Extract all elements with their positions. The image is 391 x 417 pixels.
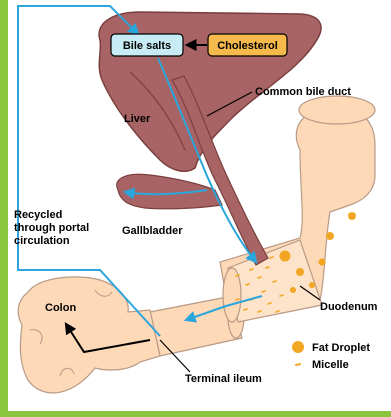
fat-droplet-legend-icon xyxy=(292,341,304,353)
svg-text:Recycled: Recycled xyxy=(14,209,62,221)
liver-label: Liver xyxy=(124,113,151,125)
svg-text:circulation: circulation xyxy=(14,235,70,247)
legend-micelle-label: Micelle xyxy=(312,359,349,371)
gallbladder xyxy=(117,174,222,209)
legend-fat-droplet-label: Fat Droplet xyxy=(312,342,370,354)
svg-text:through portal: through portal xyxy=(14,222,89,234)
colon-label: Colon xyxy=(45,302,76,314)
common-bile-duct-label: Common bile duct xyxy=(255,86,351,98)
recycled-label: Recycled through portal circulation xyxy=(14,209,89,247)
cholesterol-box: Cholesterol xyxy=(208,34,287,56)
cholesterol-label: Cholesterol xyxy=(217,40,278,52)
bile-salts-box: Bile salts xyxy=(111,34,183,56)
micelle-legend-icon xyxy=(296,364,300,365)
duodenum-label: Duodenum xyxy=(320,301,378,313)
bottom-border-bar xyxy=(0,411,391,417)
left-border-bar xyxy=(0,0,8,417)
gallbladder-label: Gallbladder xyxy=(122,225,183,237)
terminal-ileum-label: Terminal ileum xyxy=(185,373,262,385)
colon xyxy=(18,277,160,393)
bile-salts-label: Bile salts xyxy=(123,40,171,52)
legend: Fat Droplet Micelle xyxy=(292,341,370,371)
